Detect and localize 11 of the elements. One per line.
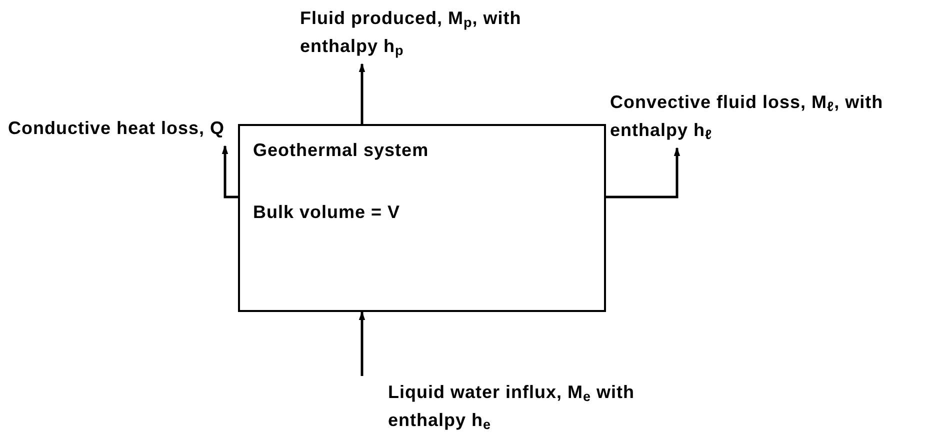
arrow	[606, 147, 680, 198]
arrow	[358, 63, 366, 124]
arrow	[222, 145, 238, 198]
flow-text: Conductive heat loss, Q	[8, 118, 225, 138]
arrow	[358, 311, 366, 376]
system-box	[238, 124, 606, 312]
box-title: Geothermal system	[253, 139, 429, 162]
flow-text: Liquid water influx, M$_{e}$ with enthalpy h$_{e}$	[388, 382, 635, 430]
box-text: Bulk volume = V	[253, 201, 400, 224]
flow-text: Fluid produced, M$_{p}$, with enthalpy h$_{p}$	[300, 8, 522, 56]
flow-text: Convective fluid loss, M$_{ℓ}$, with enthalpy h$_{ℓ}$	[610, 92, 884, 140]
